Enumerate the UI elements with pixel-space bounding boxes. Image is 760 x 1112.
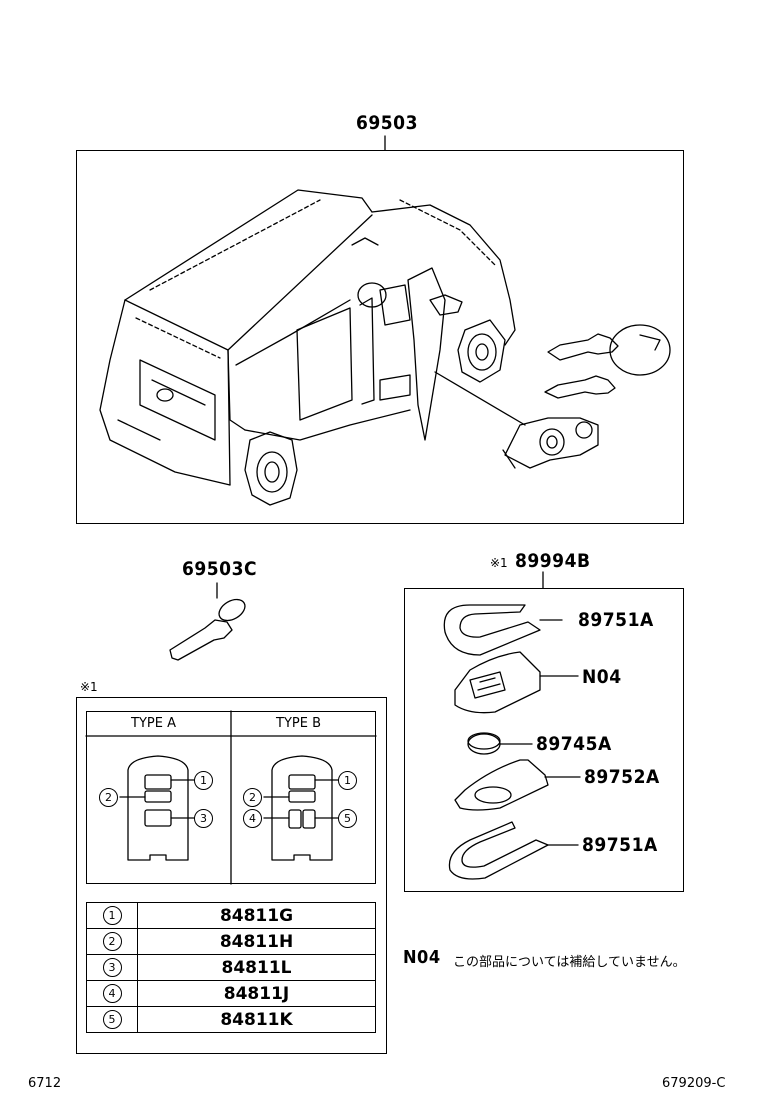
- part-number[interactable]: 84811L: [137, 954, 376, 981]
- key-variants-frame: [76, 697, 387, 1054]
- fob-type-a-illustration: [119, 755, 195, 861]
- part-number[interactable]: 84811J: [137, 980, 376, 1007]
- key-set-illustration: [544, 324, 671, 399]
- vehicle-illustration: [99, 189, 516, 506]
- table-row[interactable]: 5 84811K: [86, 1006, 376, 1033]
- part-label-cover-bottom[interactable]: 89751A: [582, 834, 658, 856]
- note-mark-right: ※1: [490, 556, 508, 570]
- callout-3-type-a: 3: [194, 809, 213, 828]
- footer-right-code: 679209-C: [662, 1076, 726, 1091]
- callout-4-type-b: 4: [243, 809, 262, 828]
- table-row[interactable]: 4 84811J: [86, 980, 376, 1007]
- note-mark-left: ※1: [80, 680, 98, 694]
- part-number[interactable]: 84811G: [137, 902, 376, 929]
- part-number[interactable]: 84811H: [137, 928, 376, 955]
- lock-cylinder-illustration: [502, 417, 599, 469]
- key-blank-illustration: [169, 582, 246, 661]
- part-label-assy-main[interactable]: 69503: [356, 112, 418, 134]
- row-number: 2: [102, 932, 122, 951]
- fob-type-b-illustration: [263, 755, 339, 861]
- row-number: 1: [102, 906, 122, 925]
- smart-key-parts-illustration: [443, 604, 581, 880]
- row-number: 3: [102, 958, 122, 977]
- row-number: 5: [102, 1010, 122, 1029]
- part-number[interactable]: 84811K: [137, 1006, 376, 1033]
- callout-1-type-b: 1: [338, 771, 357, 790]
- part-label-battery[interactable]: 89745A: [536, 733, 612, 755]
- vehicle-kit-frame: [76, 150, 684, 524]
- note-text: この部品については補給していません。: [453, 955, 686, 970]
- part-label-key-blank[interactable]: 69503C: [182, 558, 258, 580]
- parts-table: 1 84811G 2 84811H 3 84811L 4 84811J 5 84…: [86, 902, 376, 1033]
- type-a-header: TYPE A: [131, 716, 176, 731]
- footer-left-code: 6712: [28, 1076, 62, 1091]
- callout-1-type-a: 1: [194, 771, 213, 790]
- type-comparison-frame: [86, 711, 376, 884]
- callout-5-type-b: 5: [338, 809, 357, 828]
- row-number: 4: [102, 984, 122, 1003]
- table-row[interactable]: 2 84811H: [86, 928, 376, 955]
- callout-2-type-a: 2: [99, 788, 118, 807]
- part-label-n04: N04: [582, 666, 622, 688]
- type-b-header: TYPE B: [276, 716, 321, 731]
- part-label-smart-key-assy[interactable]: 89994B: [515, 550, 591, 572]
- table-row[interactable]: 1 84811G: [86, 902, 376, 929]
- smart-key-frame: [404, 588, 684, 892]
- part-label-cover-top[interactable]: 89751A: [578, 609, 654, 631]
- table-row[interactable]: 3 84811L: [86, 954, 376, 981]
- note-code: N04: [403, 947, 441, 968]
- part-label-case[interactable]: 89752A: [584, 766, 660, 788]
- callout-2-type-b: 2: [243, 788, 262, 807]
